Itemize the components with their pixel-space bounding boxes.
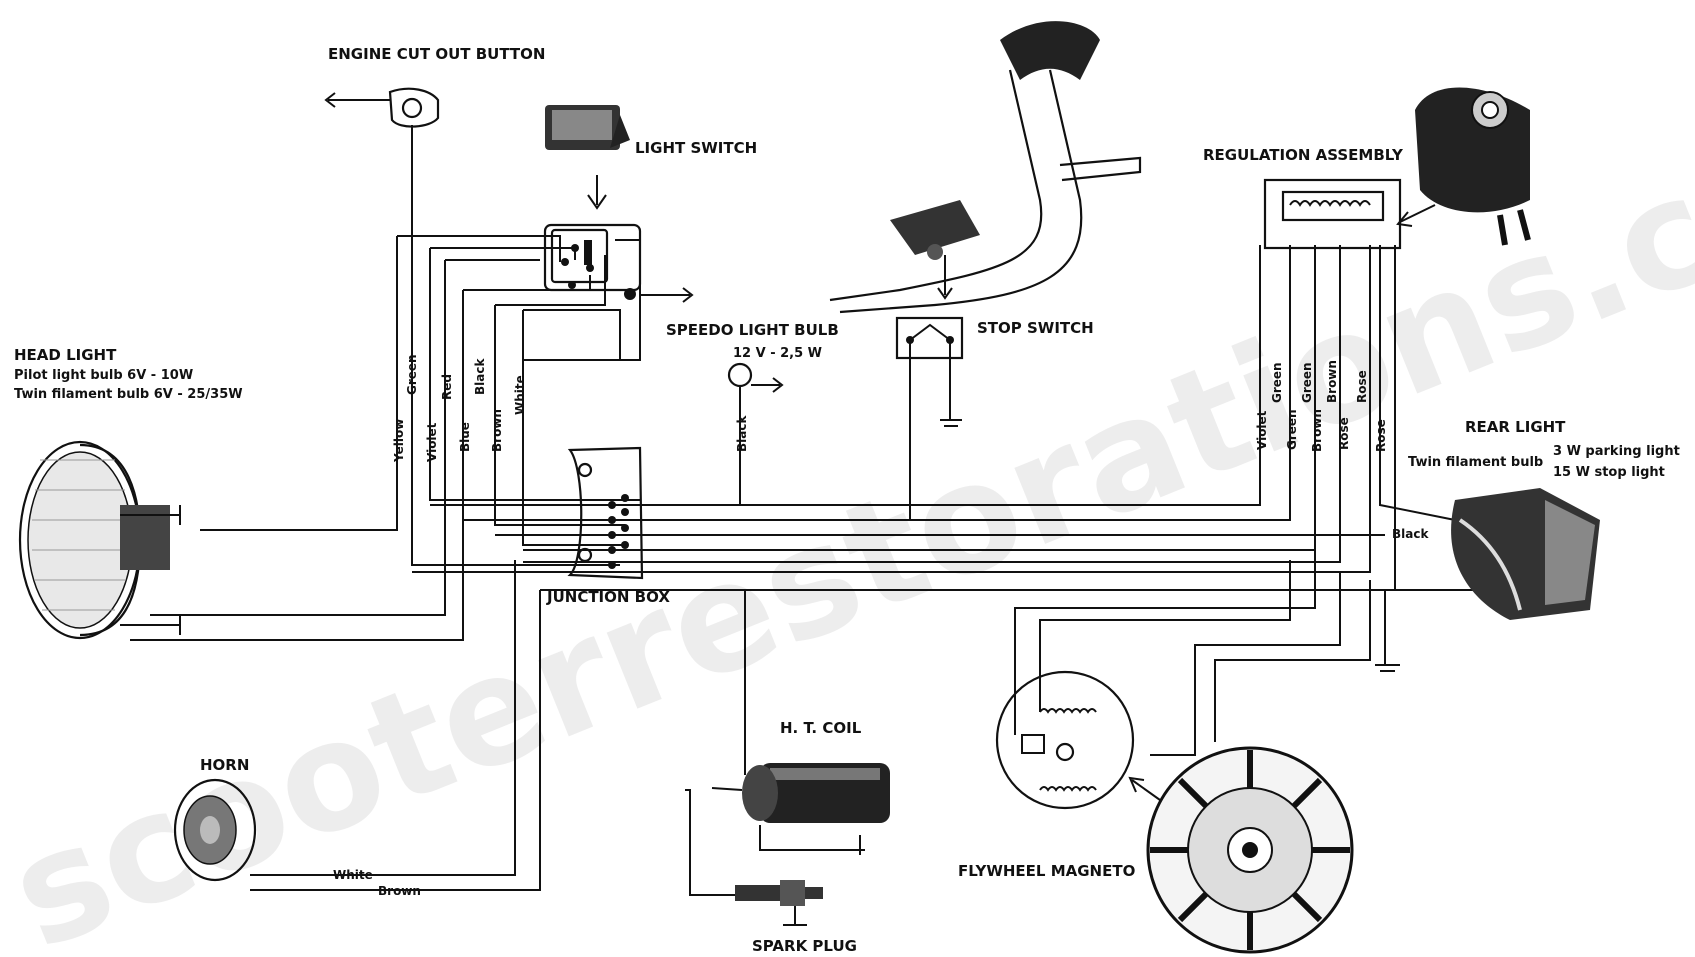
wire-speedo-black-label: Black xyxy=(735,415,749,452)
junction-box-label: JUNCTION BOX xyxy=(546,588,670,606)
wire-violet-label: Violet xyxy=(425,422,439,462)
component-labels: ENGINE CUT OUT BUTTON LIGHT SWITCH SPEED… xyxy=(14,45,1680,955)
wire-black-label: Black xyxy=(473,358,487,395)
wire-rear-black-label: Black xyxy=(1392,527,1429,541)
wire-reg-green2-label: Green xyxy=(1285,409,1299,450)
regulation-assembly-label: REGULATION ASSEMBLY xyxy=(1203,146,1404,164)
rear-stop-label: 15 W stop light xyxy=(1553,465,1665,480)
light-switch-schematic xyxy=(543,223,694,303)
wire-red-label: Red xyxy=(440,374,454,400)
wire-reg-violet-label: Violet xyxy=(1255,410,1269,450)
speedo-bulb-label: SPEEDO LIGHT BULB xyxy=(666,321,839,339)
wire-reg-green3-label: Green xyxy=(1300,362,1314,403)
ht-coil xyxy=(711,763,890,855)
wire-horn-brown-label: Brown xyxy=(378,884,421,898)
head-twin-label: Twin filament bulb 6V - 25/35W xyxy=(14,387,243,402)
wire-labels: Yellow Green Violet Red Blue Black Brown… xyxy=(333,354,1429,898)
horn xyxy=(173,778,257,882)
flywheel-magneto xyxy=(995,670,1354,954)
engine-cut-out-label: ENGINE CUT OUT BUTTON xyxy=(328,45,545,63)
head-light xyxy=(18,440,181,640)
wire-reg-rose3-label: Rose xyxy=(1374,419,1388,452)
regulation-assembly xyxy=(1263,87,1531,250)
wire-reg-rose2-label: Rose xyxy=(1355,370,1369,403)
stop-switch-label: STOP SWITCH xyxy=(977,319,1094,337)
stop-switch-picture xyxy=(890,200,980,300)
rear-light xyxy=(1375,488,1600,672)
head-pilot-label: Pilot light bulb 6V - 10W xyxy=(14,368,193,383)
speedo-light-bulb xyxy=(727,362,784,395)
flywheel-magneto-label: FLYWHEEL MAGNETO xyxy=(958,862,1135,880)
light-switch-label: LIGHT SWITCH xyxy=(635,139,757,157)
brake-pedal xyxy=(829,21,1142,314)
rear-parking-label: 3 W parking light xyxy=(1553,444,1680,459)
rear-twin-label: Twin filament bulb xyxy=(1408,455,1543,470)
ht-coil-label: H. T. COIL xyxy=(780,719,862,737)
wire-yellow-label: Yellow xyxy=(392,419,406,463)
wire-white-label: White xyxy=(513,375,527,415)
wire-horn-white-label: White xyxy=(333,868,373,882)
engine-cut-out-button xyxy=(324,87,440,128)
light-switch-arrowhead xyxy=(587,194,607,210)
wire-reg-brown2-label: Brown xyxy=(1325,360,1339,403)
wire-reg-brown1-label: Brown xyxy=(1310,409,1324,452)
wire-green-label: Green xyxy=(405,354,419,395)
junction-box xyxy=(567,446,644,580)
speedo-rating-label: 12 V - 2,5 W xyxy=(733,346,822,361)
wiring-harness xyxy=(130,125,1520,896)
spark-plug-label: SPARK PLUG xyxy=(752,937,857,955)
light-switch-picture xyxy=(545,105,630,150)
wire-reg-green1-label: Green xyxy=(1270,362,1284,403)
wire-brown-label: Brown xyxy=(490,409,504,452)
spark-plug xyxy=(735,880,823,926)
stop-switch-schematic xyxy=(895,316,964,427)
wire-reg-rose1-label: Rose xyxy=(1337,417,1351,450)
wire-blue-label: Blue xyxy=(458,422,472,452)
rear-light-label: REAR LIGHT xyxy=(1465,418,1566,436)
horn-label: HORN xyxy=(200,756,249,774)
head-light-label: HEAD LIGHT xyxy=(14,346,117,364)
